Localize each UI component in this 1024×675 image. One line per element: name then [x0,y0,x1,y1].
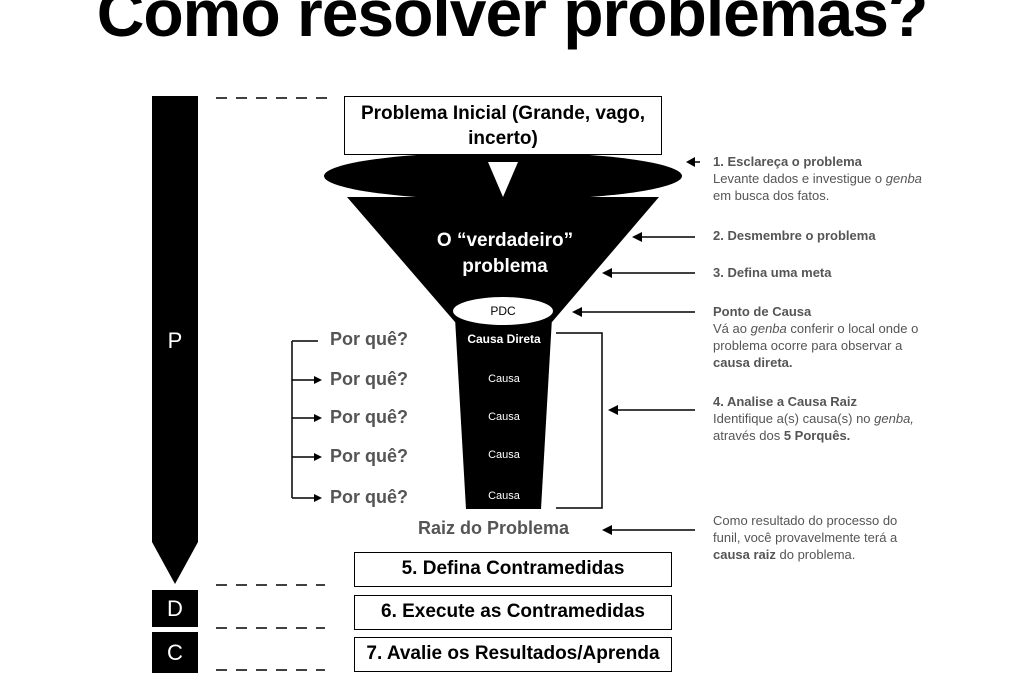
note-step4-body: Identifique a(s) causa(s) no genba, atra… [713,410,923,444]
note-cause-point: Ponto de Causa Vá ao genba conferir o lo… [713,303,923,371]
cause-label: Causa [488,490,520,502]
do-phase-block [152,590,198,627]
note-cause-point-body: Vá ao genba conferir o local onde o prob… [713,320,923,371]
note-step2: 2. Desmembre o problema [713,228,876,243]
why-label: Por quê? [330,487,409,507]
note-step4: 4. Analise a Causa Raiz Identifique a(s)… [713,393,923,444]
note-step1-title: 1. Esclareça o problema [713,154,862,169]
note-cause-point-text-b: conferir o local onde o problema ocorre … [713,321,919,353]
pdc-label: PDC [490,304,516,318]
dashed-guides [216,97,330,671]
evaluate-results-box: 7. Avalie os Resultados/Aprenda [354,637,672,672]
true-problem-label: O “verdadeiro” problema [436,230,574,277]
funnel-cone [347,197,659,322]
initial-problem-box: Problema Inicial (Grande, vago, incerto) [344,96,662,155]
note-step1-genba: genba [885,171,922,186]
note-step4-genba: genba, [874,411,914,426]
countermeasure-define-box: 5. Defina Contramedidas [354,552,672,587]
problem-root-label: Raiz do Problema [418,518,570,538]
note-step1: 1. Esclareça o problema Levante dados e … [713,153,923,204]
why-label: Por quê? [330,369,409,389]
note-step1-body: Levante dados e investigue o genba em bu… [713,170,923,204]
plan-phase-bar [152,96,198,584]
funnel-stem [455,318,552,509]
direct-cause-label: Causa Direta [467,332,541,346]
note-arrowheads [572,157,695,535]
phase-label-c: C [167,640,183,665]
why-label: Por quê? [330,446,409,466]
note-step3: 3. Defina uma meta [713,265,832,280]
cause-label: Causa [488,373,520,385]
whys-bracket [291,340,318,499]
note-result-strong: causa raiz [713,547,776,562]
note-cause-point-title: Ponto de Causa [713,304,812,319]
note-cause-point-strong: causa direta. [713,355,793,370]
cause-label: Causa [488,449,520,461]
page-title: Como resolver problemas? [96,0,929,50]
note-result: Como resultado do processo do funil, voc… [713,512,923,563]
note-cause-point-text-a: Vá ao [713,321,747,336]
note-step4-text-a: Identifique a(s) causa(s) no [713,411,871,426]
check-phase-block [152,632,198,673]
note-step1-text-b: em busca dos fatos. [713,188,830,203]
phase-label-p: P [167,328,183,353]
pdc-ellipse [453,297,553,325]
note-result-text-b: do problema. [779,547,856,562]
note-step4-strong: 5 Porquês. [783,428,851,443]
note-result-text-a: Como resultado do processo do funil, voc… [713,513,898,545]
note-step1-text-a: Levante dados e investigue o [713,171,883,186]
phase-label-d: D [167,596,183,621]
cause-label: Causa [488,411,520,423]
note-step4-title: 4. Analise a Causa Raiz [713,394,858,409]
why-label: Por quê? [330,329,409,349]
note-step4-text-b: através dos [713,428,781,443]
cause-bracket [556,332,603,509]
note-cause-point-genba: genba [750,321,787,336]
why-label: Por quê? [330,407,409,427]
down-arrow-icon [488,162,518,197]
whys-arrowheads [314,376,322,502]
countermeasure-execute-box: 6. Execute as Contramedidas [354,595,672,630]
